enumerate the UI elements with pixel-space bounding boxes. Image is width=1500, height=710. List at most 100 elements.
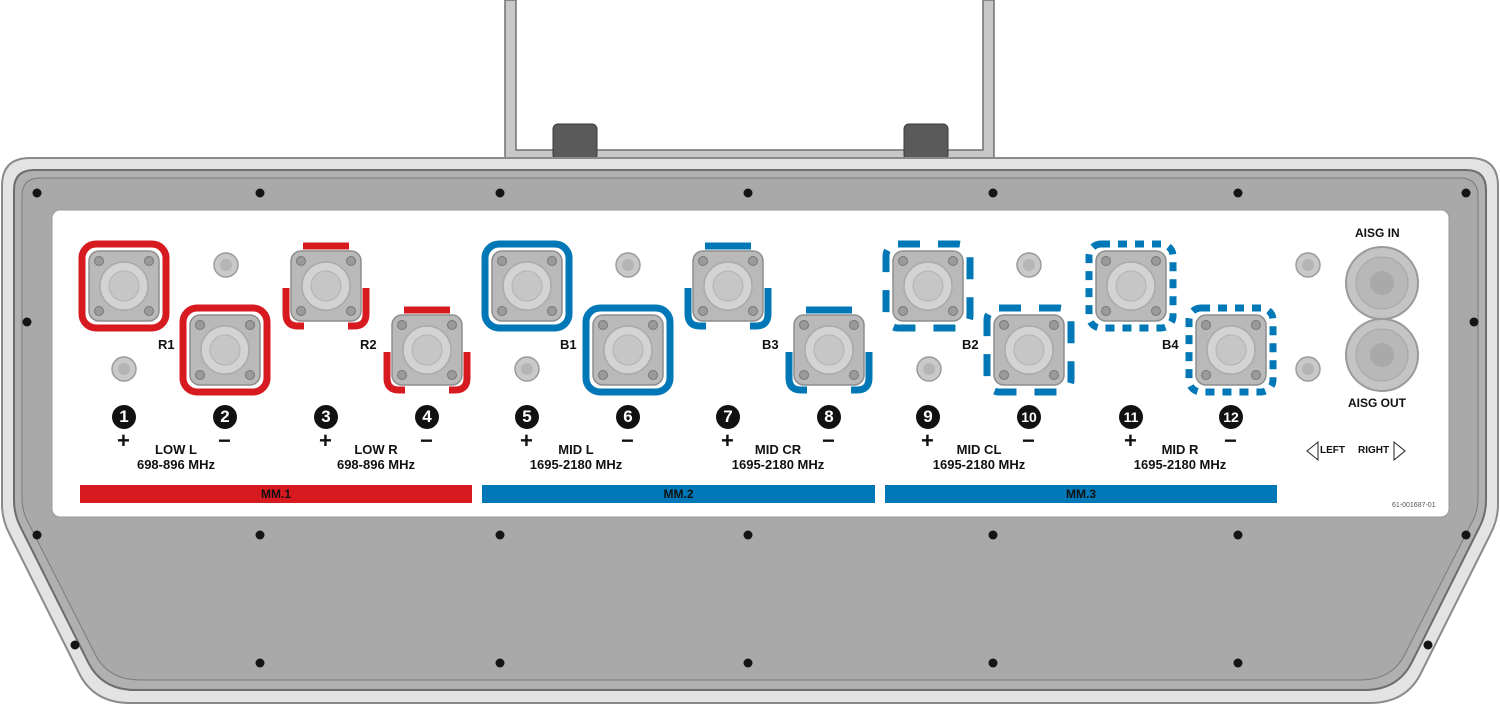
group-name: LOW L bbox=[155, 442, 197, 457]
connector-tag-b3: B3 bbox=[762, 337, 779, 352]
port-number-3: 3 bbox=[314, 405, 338, 429]
polarity-minus: − bbox=[621, 428, 634, 453]
screw bbox=[743, 530, 753, 540]
band-bar-mm2: MM.2 bbox=[482, 485, 875, 503]
group-label-low-r: LOW R 698-896 MHz bbox=[316, 442, 436, 472]
stud-center bbox=[1023, 259, 1035, 271]
rf-connector-2[interactable] bbox=[179, 304, 271, 396]
screw bbox=[255, 658, 265, 668]
part-number: 61-001687-01 bbox=[1392, 502, 1436, 509]
screw bbox=[743, 188, 753, 198]
port-number-5: 5 bbox=[515, 405, 539, 429]
group-frequency: 1695-2180 MHz bbox=[731, 457, 825, 472]
port-number-2: 2 bbox=[213, 405, 237, 429]
rf-connector-10[interactable] bbox=[983, 304, 1075, 396]
alignment-studs bbox=[111, 252, 1321, 382]
housing-screws bbox=[22, 188, 1479, 668]
group-label-mid-l: MID L 1695-2180 MHz bbox=[516, 442, 636, 472]
band-bar-mm1: MM.1 bbox=[80, 485, 472, 503]
stud-center bbox=[220, 259, 232, 271]
connector-tag-b1: B1 bbox=[560, 337, 577, 352]
group-label-mid-r: MID R 1695-2180 MHz bbox=[1120, 442, 1240, 472]
left-arrow-icon bbox=[1306, 440, 1319, 462]
screw bbox=[495, 530, 505, 540]
rf-connector-3[interactable] bbox=[282, 242, 370, 330]
group-name: MID R bbox=[1161, 442, 1199, 457]
screw bbox=[255, 188, 265, 198]
rf-connector-9[interactable] bbox=[882, 240, 974, 332]
group-name: MID L bbox=[558, 442, 594, 457]
screw bbox=[1461, 188, 1471, 198]
group-frequency: 1695-2180 MHz bbox=[932, 457, 1026, 472]
screw bbox=[70, 640, 80, 650]
screw bbox=[988, 188, 998, 198]
port-number-7: 7 bbox=[716, 405, 740, 429]
group-name: MID CL bbox=[956, 442, 1002, 457]
left-direction-label: LEFT bbox=[1320, 445, 1345, 456]
polarity-plus: + bbox=[520, 428, 533, 453]
port-number-1: 1 bbox=[112, 405, 136, 429]
screw bbox=[495, 658, 505, 668]
group-name: LOW R bbox=[354, 442, 398, 457]
connector-tag-r1: R1 bbox=[158, 337, 175, 352]
polarity-minus: − bbox=[1022, 428, 1035, 453]
connector-tag-b2: B2 bbox=[962, 337, 979, 352]
group-frequency: 1695-2180 MHz bbox=[529, 457, 623, 472]
rf-connector-12[interactable] bbox=[1185, 304, 1277, 396]
polarity-minus: − bbox=[420, 428, 433, 453]
screw bbox=[988, 658, 998, 668]
rf-connector-8[interactable] bbox=[785, 306, 873, 394]
rf-connector-1[interactable] bbox=[78, 240, 170, 332]
group-label-mid-cl: MID CL 1695-2180 MHz bbox=[919, 442, 1039, 472]
group-name: MID CR bbox=[754, 442, 802, 457]
polarity-minus: − bbox=[822, 428, 835, 453]
connector-array bbox=[78, 240, 1277, 396]
screw bbox=[743, 658, 753, 668]
group-frequency: 1695-2180 MHz bbox=[1133, 457, 1227, 472]
connector-tag-b4: B4 bbox=[1162, 337, 1179, 352]
screw bbox=[22, 317, 32, 327]
polarity-minus: − bbox=[218, 428, 231, 453]
group-frequency: 698-896 MHz bbox=[136, 457, 216, 472]
polarity-minus: − bbox=[1224, 428, 1237, 453]
connector-tag-r2: R2 bbox=[360, 337, 377, 352]
polarity-plus: + bbox=[117, 428, 130, 453]
port-number-4: 4 bbox=[415, 405, 439, 429]
group-label-mid-cr: MID CR 1695-2180 MHz bbox=[718, 442, 838, 472]
polarity-plus: + bbox=[921, 428, 934, 453]
stud-center bbox=[1302, 363, 1314, 375]
rf-connector-4[interactable] bbox=[383, 306, 471, 394]
screw bbox=[1423, 640, 1433, 650]
screw bbox=[32, 530, 42, 540]
band-bar-mm3: MM.3 bbox=[885, 485, 1277, 503]
rf-connector-5[interactable] bbox=[481, 240, 573, 332]
screw bbox=[988, 530, 998, 540]
screw bbox=[255, 530, 265, 540]
aisg-in-label: AISG IN bbox=[1355, 226, 1400, 240]
aisg-connectors bbox=[1306, 246, 1419, 462]
right-direction-label: RIGHT bbox=[1358, 445, 1390, 456]
screw bbox=[1469, 317, 1479, 327]
port-number-6: 6 bbox=[616, 405, 640, 429]
group-label-low-l: LOW L 698-896 MHz bbox=[116, 442, 236, 472]
screw bbox=[1233, 530, 1243, 540]
screw bbox=[1233, 658, 1243, 668]
port-number-9: 9 bbox=[916, 405, 940, 429]
right-arrow-icon bbox=[1393, 440, 1406, 462]
stud-center bbox=[622, 259, 634, 271]
screw bbox=[495, 188, 505, 198]
mounting-bracket bbox=[504, 0, 995, 163]
stud-center bbox=[1302, 259, 1314, 271]
aisg-out-label: AISG OUT bbox=[1348, 396, 1407, 410]
port-number-11: 11 bbox=[1119, 405, 1143, 429]
stud-center bbox=[923, 363, 935, 375]
screw bbox=[32, 188, 42, 198]
polarity-plus: + bbox=[319, 428, 332, 453]
rf-connector-11[interactable] bbox=[1085, 240, 1177, 332]
rf-connector-7[interactable] bbox=[684, 242, 772, 330]
screw bbox=[1233, 188, 1243, 198]
port-number-12: 12 bbox=[1219, 405, 1243, 429]
polarity-plus: + bbox=[1124, 428, 1137, 453]
rf-connector-6[interactable] bbox=[582, 304, 674, 396]
